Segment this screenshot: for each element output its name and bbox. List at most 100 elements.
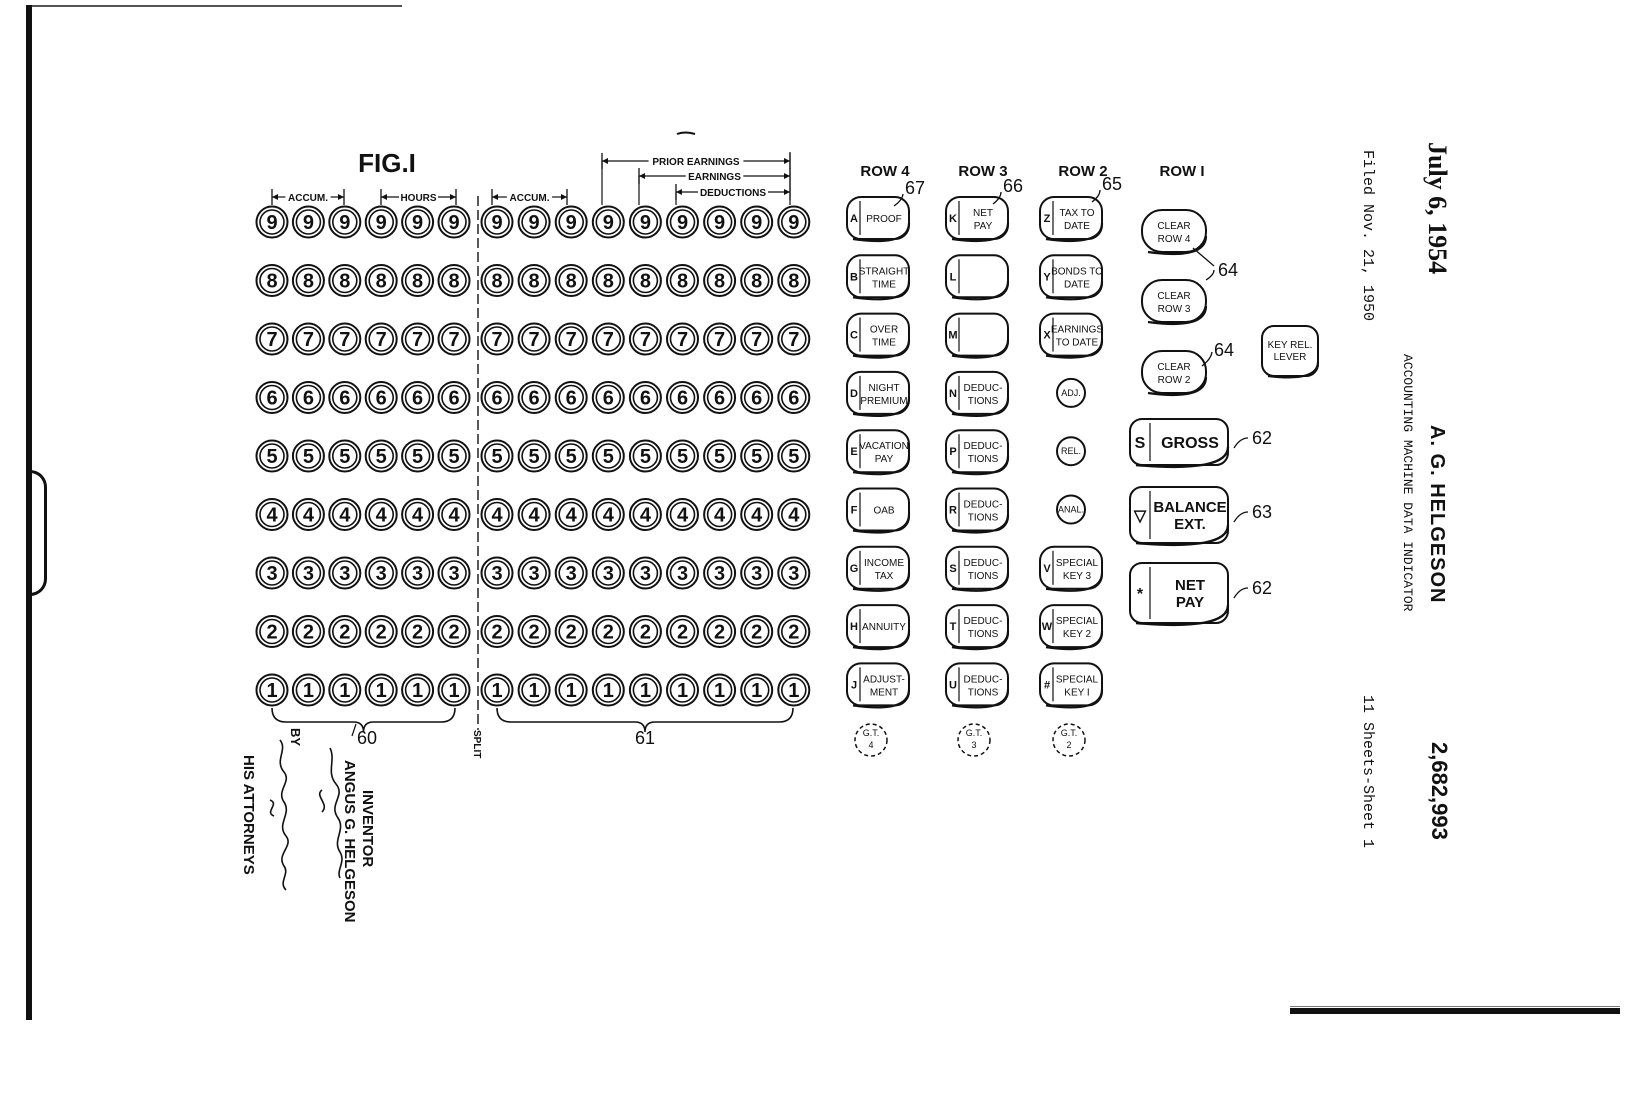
digit-key-7[interactable]: 7 xyxy=(480,322,514,356)
digit-key-1[interactable]: 1 xyxy=(777,673,811,707)
digit-key-9[interactable]: 9 xyxy=(554,205,588,239)
digit-key-4[interactable]: 4 xyxy=(591,498,625,531)
digit-key-9[interactable]: 9 xyxy=(591,205,625,239)
digit-key-4[interactable]: 4 xyxy=(777,498,811,531)
digit-key-8[interactable]: 8 xyxy=(777,264,811,297)
digit-key-2[interactable]: 2 xyxy=(480,615,514,648)
digit-key-5[interactable]: 5 xyxy=(401,439,435,473)
digit-key-4[interactable]: 4 xyxy=(328,498,362,531)
digit-key-2[interactable]: 2 xyxy=(291,615,325,648)
digit-key-2[interactable]: 2 xyxy=(255,615,289,648)
digit-key-3[interactable]: 3 xyxy=(666,556,699,590)
digit-key-9[interactable]: 9 xyxy=(255,205,289,239)
digit-key-6[interactable]: 6 xyxy=(255,381,289,414)
digit-key-2[interactable]: 2 xyxy=(401,615,435,648)
digit-key-2[interactable]: 2 xyxy=(666,615,699,648)
digit-key-7[interactable]: 7 xyxy=(703,322,737,356)
digit-key-2[interactable]: 2 xyxy=(554,615,588,648)
digit-key-8[interactable]: 8 xyxy=(255,264,289,297)
digit-key-6[interactable]: 6 xyxy=(554,381,588,414)
digit-key-3[interactable]: 3 xyxy=(401,556,435,590)
digit-key-8[interactable]: 8 xyxy=(328,264,362,297)
digit-key-2[interactable]: 2 xyxy=(628,615,662,648)
digit-key-5[interactable]: 5 xyxy=(777,439,811,473)
digit-key-8[interactable]: 8 xyxy=(591,264,625,297)
digit-key-5[interactable]: 5 xyxy=(628,439,662,473)
digit-key-1[interactable]: 1 xyxy=(666,673,699,707)
digit-key-5[interactable]: 5 xyxy=(703,439,737,473)
key-release-lever[interactable]: KEY REL.LEVER xyxy=(1261,325,1320,379)
digit-key-3[interactable]: 3 xyxy=(628,556,662,590)
digit-key-2[interactable]: 2 xyxy=(328,615,362,648)
digit-key-9[interactable]: 9 xyxy=(437,205,471,239)
digit-key-8[interactable]: 8 xyxy=(291,264,325,297)
row2-key-adj[interactable]: ADJ. xyxy=(1056,377,1086,408)
digit-key-6[interactable]: 6 xyxy=(740,381,774,414)
digit-key-6[interactable]: 6 xyxy=(703,381,737,414)
digit-key-5[interactable]: 5 xyxy=(364,439,398,473)
digit-key-5[interactable]: 5 xyxy=(255,439,289,473)
digit-key-3[interactable]: 3 xyxy=(554,556,588,590)
row3-key-m[interactable]: M xyxy=(945,312,1010,359)
row2-key-rel[interactable]: REL. xyxy=(1056,436,1086,467)
digit-key-8[interactable]: 8 xyxy=(628,264,662,297)
digit-key-6[interactable]: 6 xyxy=(480,381,514,414)
digit-key-8[interactable]: 8 xyxy=(517,264,551,297)
digit-key-8[interactable]: 8 xyxy=(666,264,699,297)
digit-key-4[interactable]: 4 xyxy=(364,498,398,531)
digit-key-3[interactable]: 3 xyxy=(740,556,774,590)
digit-key-1[interactable]: 1 xyxy=(401,673,435,707)
digit-key-6[interactable]: 6 xyxy=(591,381,625,414)
digit-key-3[interactable]: 3 xyxy=(591,556,625,590)
digit-key-7[interactable]: 7 xyxy=(666,322,699,356)
digit-key-7[interactable]: 7 xyxy=(401,322,435,356)
digit-key-7[interactable]: 7 xyxy=(591,322,625,356)
digit-key-8[interactable]: 8 xyxy=(554,264,588,297)
digit-key-2[interactable]: 2 xyxy=(740,615,774,648)
digit-key-1[interactable]: 1 xyxy=(628,673,662,707)
digit-key-2[interactable]: 2 xyxy=(777,615,811,648)
digit-key-9[interactable]: 9 xyxy=(328,205,362,239)
digit-key-1[interactable]: 1 xyxy=(480,673,514,707)
digit-key-5[interactable]: 5 xyxy=(291,439,325,473)
digit-key-1[interactable]: 1 xyxy=(554,673,588,707)
digit-key-5[interactable]: 5 xyxy=(437,439,471,473)
digit-key-6[interactable]: 6 xyxy=(517,381,551,414)
digit-key-4[interactable]: 4 xyxy=(255,498,289,531)
digit-key-6[interactable]: 6 xyxy=(364,381,398,414)
digit-key-3[interactable]: 3 xyxy=(517,556,551,590)
digit-key-4[interactable]: 4 xyxy=(740,498,774,531)
digit-key-6[interactable]: 6 xyxy=(401,381,435,414)
digit-key-1[interactable]: 1 xyxy=(255,673,289,707)
row2-key-anal[interactable]: ANAL. xyxy=(1056,494,1086,525)
digit-key-1[interactable]: 1 xyxy=(591,673,625,707)
digit-key-2[interactable]: 2 xyxy=(437,615,471,648)
digit-key-5[interactable]: 5 xyxy=(328,439,362,473)
digit-key-1[interactable]: 1 xyxy=(437,673,471,707)
digit-key-4[interactable]: 4 xyxy=(628,498,662,531)
digit-key-6[interactable]: 6 xyxy=(437,381,471,414)
digit-key-5[interactable]: 5 xyxy=(740,439,774,473)
digit-key-7[interactable]: 7 xyxy=(628,322,662,356)
digit-key-7[interactable]: 7 xyxy=(328,322,362,356)
digit-key-3[interactable]: 3 xyxy=(480,556,514,590)
digit-key-1[interactable]: 1 xyxy=(328,673,362,707)
digit-key-7[interactable]: 7 xyxy=(777,322,811,356)
digit-key-1[interactable]: 1 xyxy=(740,673,774,707)
digit-key-7[interactable]: 7 xyxy=(255,322,289,356)
digit-key-4[interactable]: 4 xyxy=(480,498,514,531)
digit-key-1[interactable]: 1 xyxy=(291,673,325,707)
gt-key-4[interactable]: G.T.4 xyxy=(854,723,888,757)
digit-key-3[interactable]: 3 xyxy=(255,556,289,590)
